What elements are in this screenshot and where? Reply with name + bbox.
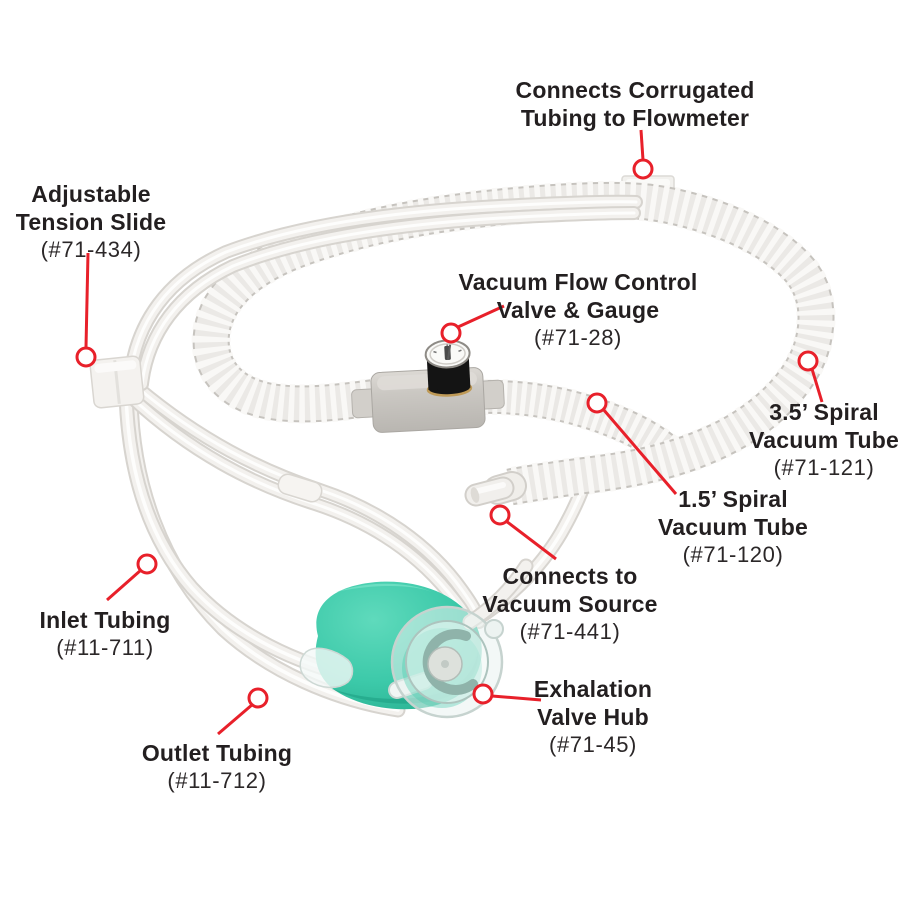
label-exhalation-valve-hub: Exhalation Valve Hub (#71-45) (534, 675, 652, 759)
label-line: Exhalation (533, 676, 653, 702)
tension-slide-graphic (89, 355, 145, 409)
gauge-icon (424, 339, 473, 397)
label-part: (#71-28) (534, 325, 622, 350)
leader-line (639, 129, 645, 161)
label-spiral-vacuum-tube-35: 3.5’ Spiral Vacuum Tube (#71-121) (749, 398, 899, 482)
label-part: (#11-711) (56, 635, 154, 660)
label-line: Valve Hub (537, 704, 649, 730)
label-inlet-tubing: Inlet Tubing (#11-711) (39, 606, 170, 662)
label-part: (#71-120) (682, 542, 784, 567)
label-part: (#71-45) (549, 732, 637, 757)
label-line: Tension Slide (15, 209, 167, 235)
label-spiral-vacuum-tube-15: 1.5’ Spiral Vacuum Tube (#71-120) (658, 485, 808, 569)
label-vacuum-flow-control: Vacuum Flow Control Valve & Gauge (#71-2… (459, 268, 698, 352)
label-line: 1.5’ Spiral (678, 486, 788, 512)
label-line: Vacuum Flow Control (458, 269, 698, 295)
label-connects-vacuum-source: Connects to Vacuum Source (#71-441) (482, 562, 657, 646)
label-part: (#71-121) (773, 455, 875, 480)
leader-line (491, 694, 542, 702)
leader-circle (586, 392, 608, 414)
leader-circle (632, 158, 654, 180)
leader-circle (75, 346, 97, 368)
label-line: Vacuum Source (482, 591, 658, 617)
leader-circle (472, 683, 494, 705)
label-line: Connects Corrugated (515, 77, 755, 103)
vacuum-source-connector (464, 471, 527, 507)
leader-line (217, 702, 254, 736)
label-connects-flowmeter: Connects Corrugated Tubing to Flowmeter (516, 76, 755, 132)
mask-elbow-port (299, 647, 354, 689)
label-line: Outlet Tubing (141, 740, 293, 766)
label-line: 3.5’ Spiral (769, 399, 879, 425)
label-line: Tubing to Flowmeter (520, 105, 750, 131)
tube-sleeve (277, 473, 323, 503)
label-part: (#71-434) (40, 237, 142, 262)
leader-line (601, 408, 678, 495)
leader-circle (440, 322, 462, 344)
leader-circle (489, 504, 511, 526)
leader-line (84, 252, 90, 348)
leader-line (457, 304, 505, 329)
leader-line (505, 519, 557, 561)
label-line: Inlet Tubing (39, 607, 171, 633)
label-part: (#11-712) (167, 768, 267, 793)
label-line: Adjustable (31, 181, 151, 207)
flow-control-valve-graphic (351, 339, 505, 433)
label-line: Vacuum Tube (748, 427, 900, 453)
leader-lines (75, 129, 824, 736)
label-part: (#71-441) (519, 619, 621, 644)
label-line: Connects to (502, 563, 638, 589)
label-outlet-tubing: Outlet Tubing (#11-712) (142, 739, 292, 795)
leader-circle (247, 687, 269, 709)
leader-circle (136, 553, 158, 575)
label-adjustable-tension-slide: Adjustable Tension Slide (#71-434) (16, 180, 166, 264)
label-line: Vacuum Tube (657, 514, 809, 540)
label-line: Valve & Gauge (496, 297, 660, 323)
leader-circle (797, 350, 819, 372)
headgear-tube-top-arc (123, 194, 643, 391)
leader-line (810, 368, 824, 403)
inlet-outlet-tubing-graphic (118, 381, 486, 718)
leader-line (106, 568, 142, 602)
